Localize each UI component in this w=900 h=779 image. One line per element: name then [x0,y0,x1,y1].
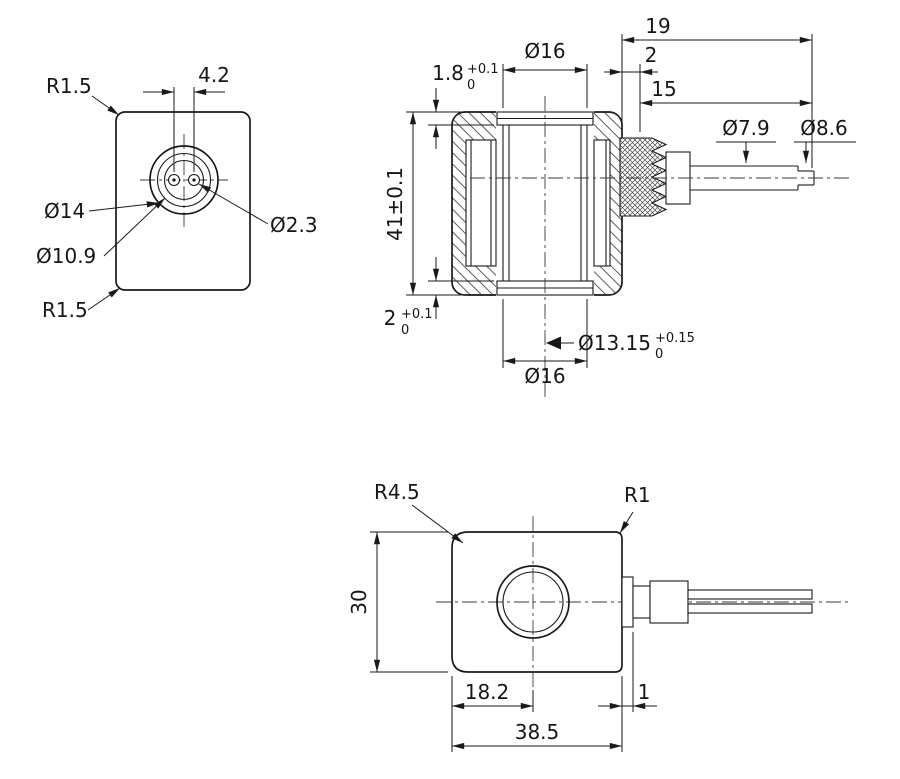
coil-body-outline [115,111,251,291]
dim-bore-diameter: Ø13.15 +0.15 0 [546,331,695,362]
dim-top-flange-thickness: 1.8 +0.1 0 [428,61,499,149]
dim-label-dia16-bottom: Ø16 [524,364,565,388]
dim-plan-height: 30 [347,531,448,673]
dim-label-2-bottom: 2 [384,306,397,330]
tol-2-lower: 0 [401,323,409,338]
plan-connector-collar [632,585,651,619]
dim-pin-spacing: 4.2 [143,63,230,172]
dim-connector-length: 19 [621,14,813,168]
pin-left-center [172,178,176,182]
pin-right-center [192,178,196,182]
section-view: 19 2 15 Ø16 1.8 +0.1 [383,14,856,400]
tol-1-8-upper: +0.1 [467,62,499,77]
dim-overall-height: 41±0.1 [383,111,450,296]
dim-label-38-5: 38.5 [515,720,560,744]
plan-bore-outer [496,565,570,639]
label-plan-radius: R4.5 [374,480,464,544]
front-view: 4.2 R1.5 Ø14 Ø10.9 Ø2.3 R1.5 [36,63,318,322]
dim-tube-dia-top: Ø16 [502,39,588,108]
dim-label-pin-spacing: 4.2 [198,63,230,87]
dim-label-2: 2 [645,43,658,67]
dim-label-pin-diameter: Ø2.3 [270,213,318,237]
dim-label-outer-diameter: Ø14 [44,199,85,223]
dim-label-dia16-top: Ø16 [524,39,565,63]
dim-label-1: 1 [638,680,651,704]
tol-13-15-upper: +0.15 [655,331,695,346]
dim-label-18-2: 18.2 [465,680,510,704]
winding-window-right [593,139,611,267]
label-inner-diameter: Ø10.9 [36,197,166,268]
label-radius-bottom: R1.5 [42,287,121,322]
tol-13-15-lower: 0 [655,347,663,362]
dim-label-41: 41±0.1 [383,167,407,241]
datum-triangle [546,336,561,350]
label-pin-diameter: Ø2.3 [198,183,318,237]
dim-collar-width: 1 [598,632,657,752]
tol-1-8-lower: 0 [467,78,475,93]
dim-connector-body-length: 15 [640,77,812,107]
dim-bore-center-offset: 18.2 [451,676,534,752]
label-radius-top: R1.5 [46,74,120,116]
outer-circle [149,145,219,215]
dim-label-dia7-9: Ø7.9 [722,116,770,140]
dim-label-r1: R1 [624,483,651,507]
dim-grommet-step: 2 [604,43,658,132]
plan-connector-body [649,580,689,624]
cable [690,165,815,191]
dim-label-radius-top: R1.5 [46,74,92,98]
dim-plan-width: 38.5 [452,720,622,750]
dim-label-dia8-6: Ø8.6 [800,116,848,140]
plan-view: R4.5 R1 30 18.2 1 [347,480,848,752]
dim-bottom-flange-thickness: 2 +0.1 0 [384,257,494,338]
inner-circle [163,159,205,201]
dim-label-inner-diameter: Ø10.9 [36,244,96,268]
dim-cable-diameters: Ø7.9 Ø8.6 [716,116,856,163]
connector-grommet [619,137,668,217]
dim-tube-dia-bottom: Ø16 [502,299,588,388]
dim-label-radius-bottom: R1.5 [42,298,88,322]
dim-label-19: 19 [645,14,670,38]
plan-connector-stub [621,576,634,628]
dim-label-r4-5: R4.5 [374,480,420,504]
middle-circle [156,152,212,208]
dim-label-dia13-15: Ø13.15 [578,331,651,355]
label-plan-edge-radius: R1 [619,483,651,534]
dim-label-15: 15 [651,77,676,101]
plan-wire-bottom [687,603,813,614]
label-outer-diameter: Ø14 [44,199,160,223]
dim-label-1-8: 1.8 [432,61,464,85]
plan-bore-inner [502,571,564,633]
plan-wire-top [687,589,813,600]
tol-2-upper: +0.1 [401,307,433,322]
dim-label-30: 30 [347,589,371,614]
